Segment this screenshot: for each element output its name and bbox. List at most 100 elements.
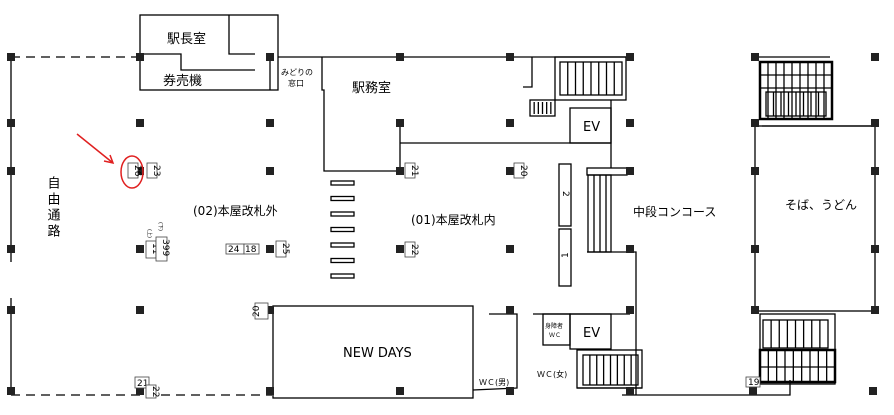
outside-gate-area-label: (02)本屋改札外 <box>193 204 278 218</box>
column-marker <box>136 53 144 61</box>
accessible-wc-label-2: ＷＣ <box>549 332 561 339</box>
soba-udon-label: そば、うどん <box>785 198 857 212</box>
concourse-label: 中段コンコース <box>633 204 716 219</box>
column-marker <box>136 167 144 175</box>
column-marker <box>871 245 879 253</box>
newdays-label: NEW DAYS <box>343 346 412 361</box>
svg-text:18: 18 <box>245 245 257 255</box>
midori-window-label: みどりの <box>281 68 313 77</box>
column-marker <box>626 119 634 127</box>
svg-text:22: 22 <box>150 386 160 397</box>
elevator-label-upper: EV <box>583 120 600 135</box>
marker-22-mid: 22 <box>404 241 419 258</box>
column-marker <box>266 167 274 175</box>
marker-20-mid: 20 <box>252 302 269 320</box>
column-marker <box>7 119 15 127</box>
column-marker <box>506 167 514 175</box>
ticket-gate <box>330 195 355 202</box>
column-marker <box>266 53 274 61</box>
stairs-lower <box>576 349 643 389</box>
svg-text:20: 20 <box>252 305 262 317</box>
column-marker <box>506 53 514 61</box>
column-marker <box>626 245 634 253</box>
ticket-gate <box>330 257 355 264</box>
column-marker <box>871 119 879 127</box>
ticket-machine-label: 券売機 <box>163 73 202 89</box>
ticket-gates <box>330 180 355 279</box>
column-marker <box>506 245 514 253</box>
column-marker <box>396 245 404 253</box>
svg-text:21: 21 <box>409 165 419 176</box>
ticket-gate <box>330 226 355 233</box>
station-master-room-label: 駅長室 <box>167 31 206 47</box>
accessible-wc <box>542 313 571 346</box>
column-marker <box>136 306 144 314</box>
column-marker <box>506 306 514 314</box>
column-marker <box>751 167 759 175</box>
wc-women-label: ＷＣ(女) <box>537 369 567 379</box>
marker-21-top: 21 <box>404 162 419 179</box>
marker-399: 399 <box>155 236 170 262</box>
free-passage-label: 自由通路 <box>45 176 61 240</box>
svg-text:25: 25 <box>280 243 290 254</box>
column-marker <box>751 119 759 127</box>
ticket-gate <box>330 242 355 248</box>
station-office-label: 駅務室 <box>352 80 391 96</box>
column-marker <box>626 167 634 175</box>
column-marker <box>7 245 15 253</box>
marker-21-bot: 21 <box>134 376 150 389</box>
column-marker <box>871 53 879 61</box>
ticket-gate <box>330 180 355 186</box>
column-marker <box>869 387 877 395</box>
svg-text:26: 26 <box>132 165 142 177</box>
svg-text:11: 11 <box>150 243 160 254</box>
column-marker <box>751 306 759 314</box>
gate-1 <box>558 228 572 287</box>
column-marker <box>266 119 274 127</box>
stairs-middle <box>586 167 628 253</box>
column-marker <box>396 53 404 61</box>
ticket-gate <box>330 273 355 279</box>
marker-22-bot: 22 <box>145 384 160 399</box>
marker-18: 18 <box>243 243 260 255</box>
marker-20-top: 20 <box>513 162 528 179</box>
column-marker <box>7 306 15 314</box>
column-marker <box>396 387 404 395</box>
column-marker <box>871 306 879 314</box>
marker-26: 26 <box>127 162 142 179</box>
svg-text:20: 20 <box>518 165 528 177</box>
column-marker <box>396 167 404 175</box>
column-marker <box>506 119 514 127</box>
column-marker <box>751 53 759 61</box>
marker-23: 23 <box>146 162 161 179</box>
gate-2-label: 2 <box>560 191 570 197</box>
column-marker <box>136 245 144 253</box>
svg-text:22: 22 <box>409 244 419 255</box>
svg-text:399: 399 <box>160 239 170 256</box>
svg-text:24: 24 <box>228 245 240 255</box>
column-marker <box>7 53 15 61</box>
column-marker <box>266 306 274 314</box>
column-marker <box>751 245 759 253</box>
stair-steps <box>533 62 828 385</box>
highlight-circle <box>120 155 144 189</box>
column-marker <box>266 387 274 395</box>
elevator-upper <box>569 107 612 144</box>
number-markers: 26 23 21 20 (上) (下) 11 399 24 18 25 22 2… <box>127 162 761 399</box>
elevator-label-lower: EV <box>583 326 600 341</box>
accessible-wc-label: 身障者 <box>545 322 563 330</box>
column-marker <box>626 53 634 61</box>
column-marker <box>7 167 15 175</box>
marker-24: 24 <box>225 243 245 255</box>
inside-gate-area-label: (01)本屋改札内 <box>411 213 496 227</box>
column-marker <box>871 167 879 175</box>
column-marker <box>266 245 274 253</box>
walls <box>10 14 876 399</box>
column-marker <box>136 119 144 127</box>
column-marker <box>136 387 144 395</box>
column-marker <box>7 387 15 395</box>
down-label: (下) <box>157 222 163 231</box>
wc-men-label: ＷＣ(男) <box>479 378 509 387</box>
column-marker <box>396 119 404 127</box>
